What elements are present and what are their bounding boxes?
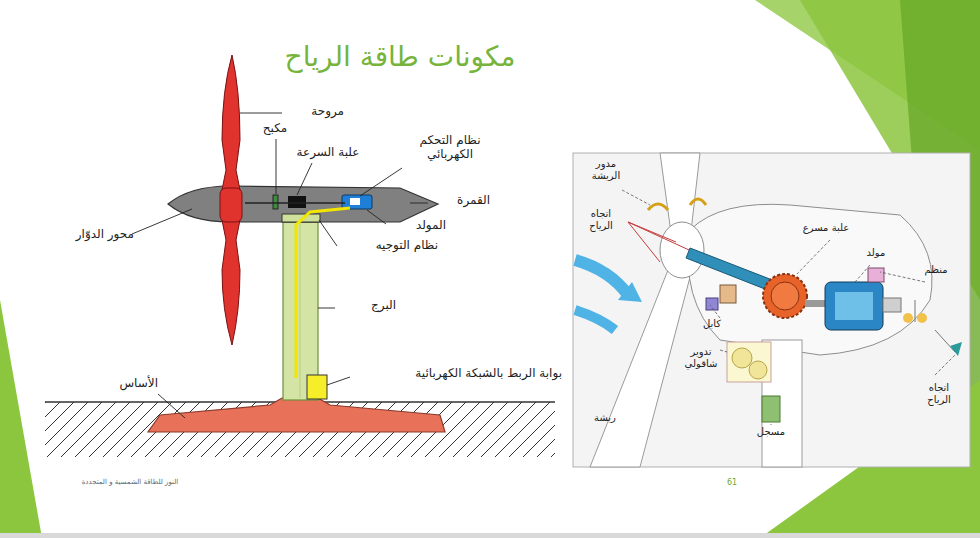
slide-title: مكونات طاقة الرياح	[230, 40, 570, 74]
part-label: نظام التوجيه	[338, 239, 438, 253]
part-label: الأساس	[96, 377, 158, 391]
footer-text: النور للطاقة الشمسية و المتجددة	[55, 478, 205, 486]
part-label: مروحة	[284, 105, 344, 119]
part-label: نظام التحكم الكهربائي	[400, 134, 500, 162]
callout-label: مسجل	[748, 426, 794, 438]
page-number: 61	[720, 478, 744, 487]
part-label: القمرة	[430, 194, 490, 208]
part-label: المولد	[386, 219, 446, 233]
part-label: البرج	[336, 299, 396, 313]
callout-label: اتجاه الرياح	[578, 208, 624, 231]
callout-label: مولد	[856, 247, 896, 259]
callout-label: كابل	[692, 318, 732, 330]
part-label: محور الدوّار	[46, 228, 134, 242]
part-label: مكبح	[250, 122, 300, 136]
callout-label: منظم	[912, 264, 960, 276]
part-label: علبة السرعة	[286, 146, 370, 160]
part-label: بوابة الربط بالشبكة الكهربائية	[352, 367, 562, 381]
callout-label: ريشة	[585, 412, 625, 424]
callout-label: علبة مسرع	[790, 222, 862, 234]
callout-label: تدوير شاقولي	[678, 346, 724, 369]
callout-label: مدور الريشة	[583, 158, 629, 181]
callout-label: اتجاه الرياح	[916, 382, 962, 405]
